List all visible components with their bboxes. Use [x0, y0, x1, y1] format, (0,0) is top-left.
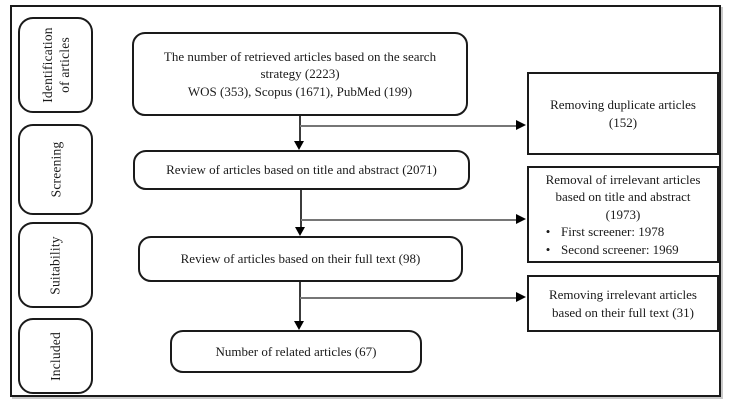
flow-box-full-text-review-text: Review of articles based on their full t…	[180, 251, 421, 267]
stage-box-included: Included	[18, 318, 93, 394]
arrowhead-right-icon	[516, 214, 526, 224]
stage-label-screening: Screening	[48, 141, 63, 198]
side-box-irrelevant-title-abstract-text: Removal of irrelevant articles based on …	[545, 171, 701, 222]
bullet-icon: •	[545, 241, 551, 257]
side-box-duplicates-text: Removing duplicate articles (152)	[550, 97, 696, 130]
arrowhead-down-icon	[294, 321, 304, 330]
bullet-row-second-screener: • Second screener: 1969	[535, 241, 711, 259]
arrowhead-right-icon	[516, 292, 526, 302]
side-box-duplicates: Removing duplicate articles (152)	[527, 72, 719, 155]
branch-line-3	[300, 297, 516, 299]
flow-box-related-articles: Number of related articles (67)	[170, 330, 422, 373]
flow-box-related-articles-text: Number of related articles (67)	[215, 343, 377, 359]
bullet-row-first-screener: • First screener: 1978	[535, 223, 711, 241]
stage-label-suitability: Suitability	[48, 235, 63, 295]
stage-label-included: Included	[48, 331, 63, 381]
side-box-irrelevant-full-text-text: Removing irrelevant articles based on th…	[548, 287, 697, 320]
arrowhead-right-icon	[516, 120, 526, 130]
connector-line-2	[300, 190, 302, 228]
stage-label-identification: Identification of articles	[39, 27, 72, 103]
side-box-irrelevant-title-abstract: Removal of irrelevant articles based on …	[527, 166, 719, 263]
bullet-icon: •	[545, 224, 551, 240]
flow-box-full-text-review: Review of articles based on their full t…	[138, 236, 463, 282]
stage-box-screening: Screening	[18, 124, 93, 215]
stage-box-identification: Identification of articles	[18, 17, 93, 113]
stage-box-suitability: Suitability	[18, 222, 93, 308]
connector-line-3	[299, 282, 301, 322]
first-screener-text: First screener: 1978	[561, 224, 665, 240]
arrowhead-down-icon	[294, 141, 304, 150]
flow-box-title-abstract-review-text: Review of articles based on title and ab…	[166, 162, 437, 178]
connector-line-1	[299, 116, 301, 143]
branch-line-2	[301, 219, 516, 221]
flow-box-retrieved-articles-text: The number of retrieved articles based o…	[163, 48, 437, 99]
branch-line-1	[300, 125, 516, 127]
second-screener-text: Second screener: 1969	[561, 241, 679, 257]
arrowhead-down-icon	[295, 227, 305, 236]
side-box-irrelevant-full-text: Removing irrelevant articles based on th…	[527, 275, 719, 332]
flow-box-retrieved-articles: The number of retrieved articles based o…	[132, 32, 468, 116]
flow-box-title-abstract-review: Review of articles based on title and ab…	[133, 150, 470, 190]
